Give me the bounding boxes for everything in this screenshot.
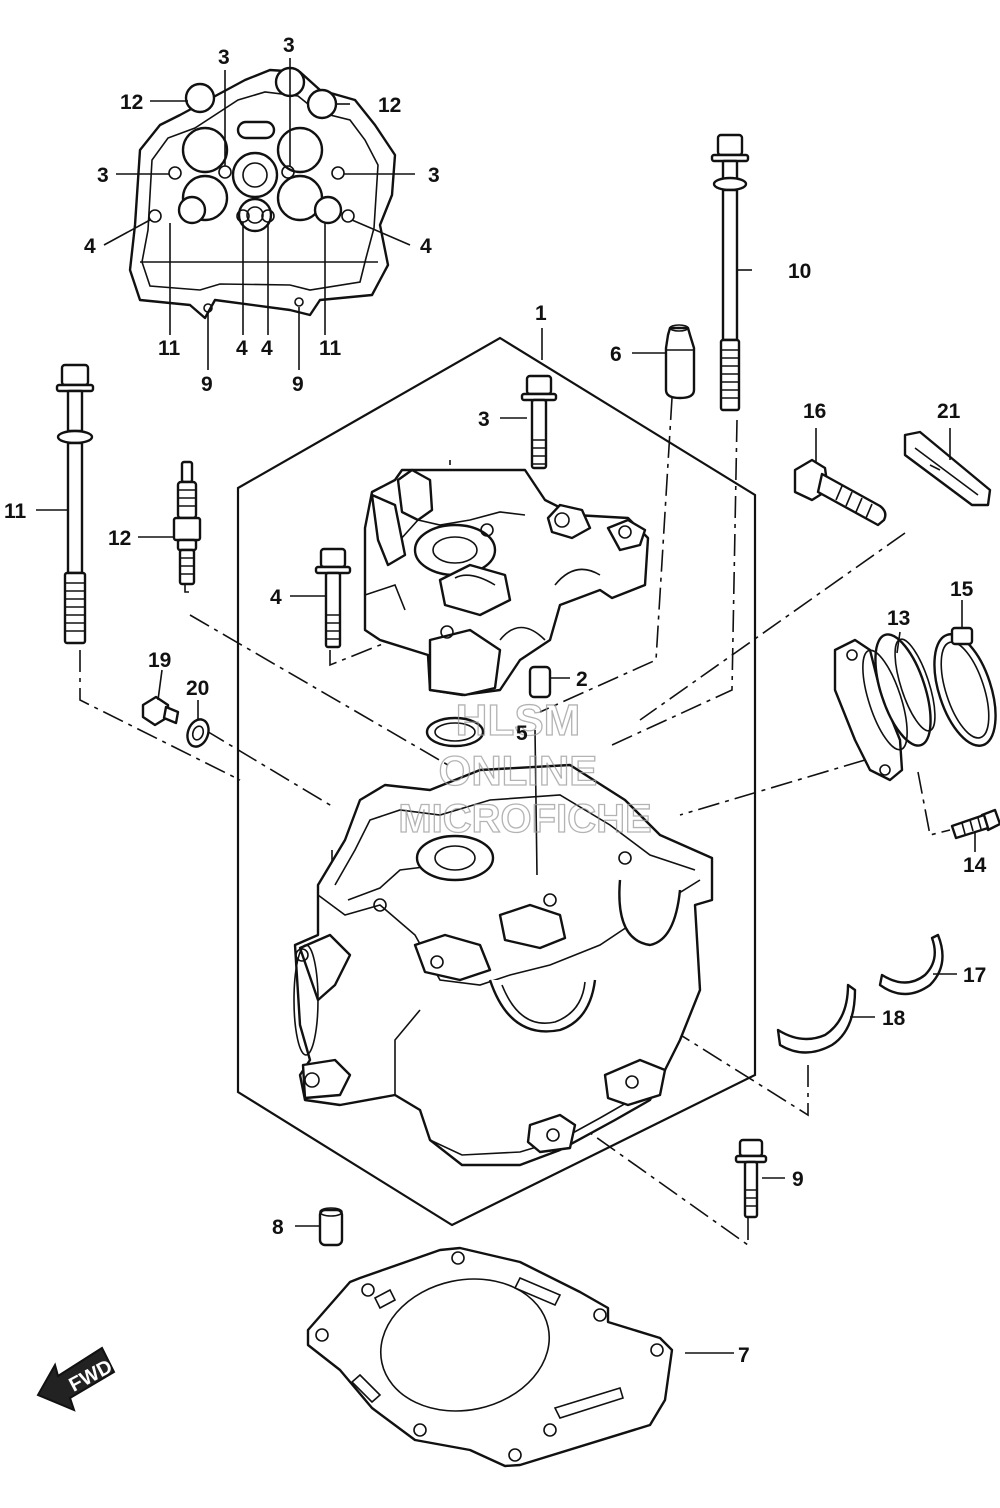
callout-4d: 4 [261,337,273,360]
watermark: HLSM ONLINE MICROFICHE [398,695,653,841]
half-ring-17 [878,933,944,996]
callout-18: 18 [882,1007,906,1030]
watermark-line-1: HLSM [456,696,581,745]
callout-1: 1 [535,302,547,325]
callout-9b: 9 [292,373,304,396]
bolt-19 [141,695,180,727]
callout-13: 13 [887,607,910,630]
callout-11a: 11 [158,337,181,360]
bolt-14 [950,808,1000,840]
callout-19: 19 [148,649,171,672]
dowel-pin-2 [528,665,552,699]
leader-lines [36,269,976,1354]
callout-15: 15 [950,578,974,601]
bolt-4 [314,547,352,649]
clamp-21 [903,430,992,507]
camshaft-holder [363,468,650,697]
head-top-view [128,66,397,320]
callout-labels: 12 12 3 3 3 3 4 4 11 4 4 11 9 9 1 3 6 10… [4,34,987,1367]
callout-4b: 4 [420,235,432,258]
gasket-7 [306,1246,674,1468]
washer-20 [186,718,210,748]
callout-3b: 3 [283,34,295,57]
half-ring-18 [776,983,857,1054]
callout-11c: 11 [4,500,27,523]
intake-pipe-13 [833,633,936,782]
callout-5: 5 [516,722,528,745]
clamp-15 [933,626,997,747]
callout-21: 21 [937,400,961,423]
callout-10: 10 [788,260,811,283]
bolt-9 [734,1138,768,1219]
plug-6 [664,324,696,400]
callout-11b: 11 [319,337,342,360]
callout-12c: 12 [108,527,131,550]
callout-7: 7 [738,1344,750,1367]
cylinder-head [293,763,714,1167]
callout-12a: 12 [120,91,143,114]
bolt-3 [520,374,558,470]
bolt-16 [793,458,887,527]
o-ring-5 [425,716,485,748]
callout-4c: 4 [236,337,248,360]
stud-bolt-11 [55,363,95,645]
callout-3e: 3 [478,408,490,431]
callout-2: 2 [576,668,588,691]
dowel-8 [318,1207,344,1247]
callout-3d: 3 [428,164,440,187]
callout-16: 16 [803,400,826,423]
watermark-line-2: ONLINE [439,747,598,794]
callout-4e: 4 [270,586,282,609]
callout-14: 14 [963,854,987,877]
watermark-line-3: MICROFICHE [398,797,651,841]
inset-leaders [103,58,415,370]
spark-plug-12 [172,460,202,593]
callout-12b: 12 [378,94,401,117]
callout-6: 6 [610,343,622,366]
callout-4a: 4 [84,235,96,258]
assembly-frame [236,336,757,1227]
stud-bolt-10 [710,133,750,412]
callout-3c: 3 [97,164,109,187]
callout-8: 8 [272,1216,284,1239]
callout-20: 20 [186,677,209,700]
callout-9c: 9 [792,1168,804,1191]
callout-17: 17 [963,964,986,987]
fwd-arrow-icon: FWD [36,1346,116,1412]
callout-3a: 3 [218,46,230,69]
callout-9a: 9 [201,373,213,396]
